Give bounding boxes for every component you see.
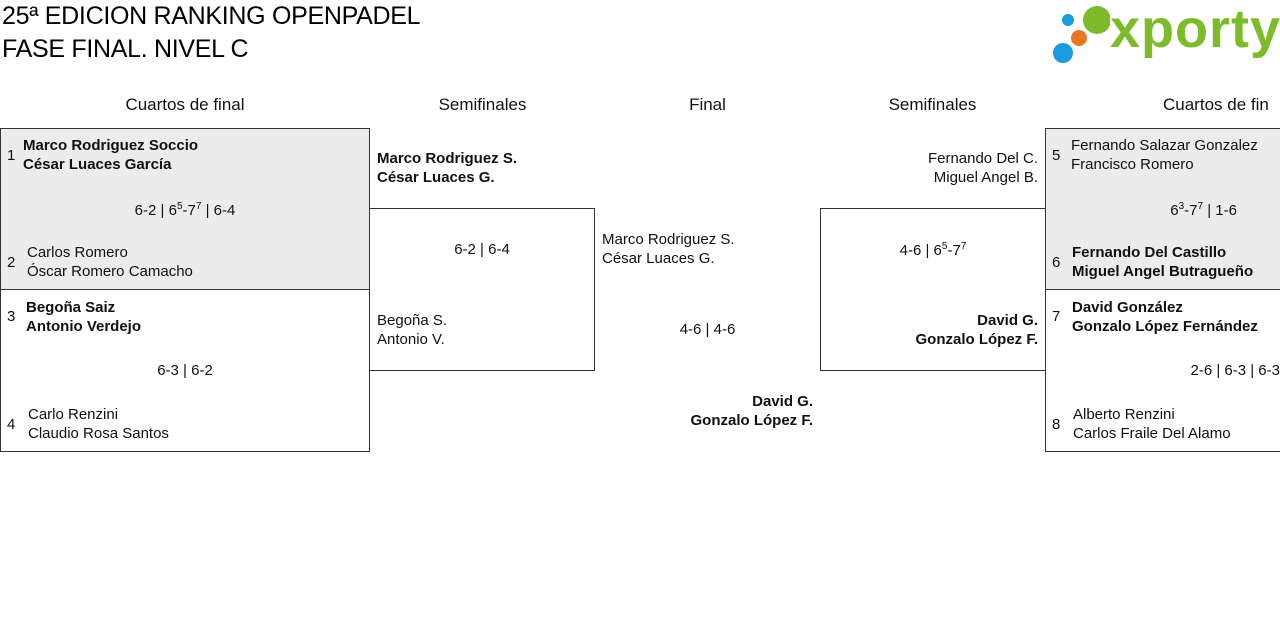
sf-left-match: 6-2 | 6-4 Begoña S. Antonio V.	[369, 208, 595, 371]
page-title-line1: 25ª EDICION RANKING OPENPADEL	[2, 2, 421, 30]
match-score: 2-6 | 6-3 | 6-3	[1190, 362, 1280, 379]
sf-right-team-a-player: Miguel Angel B.	[933, 169, 1038, 186]
match-score: 6-3 | 6-2	[157, 362, 213, 379]
player-name: Carlos Fraile Del Alamo	[1073, 425, 1231, 442]
sf-left-team-a-player: César Luaces G.	[377, 169, 495, 186]
player-name: Gonzalo López Fernández	[1072, 318, 1258, 335]
player-name: David González	[1072, 299, 1183, 316]
player-name: Begoña S.	[377, 312, 448, 329]
qf-left-match-1: 1 Marco Rodriguez Soccio César Luaces Ga…	[0, 128, 370, 290]
round-header-sf-right: Semifinales	[888, 95, 977, 114]
player-name: Miguel Angel Butragueño	[1072, 263, 1254, 280]
player-name: Fernando Salazar Gonzalez	[1071, 137, 1258, 154]
player-name: David G.	[977, 312, 1038, 329]
page-title-line2: FASE FINAL. NIVEL C	[2, 35, 249, 63]
xporty-dots-icon	[1053, 6, 1111, 63]
seed-number: 1	[7, 147, 16, 164]
player-name: Carlos Romero	[27, 244, 128, 261]
sf-right-team-a-player: Fernando Del C.	[927, 150, 1038, 167]
player-name: Carlo Renzini	[28, 406, 119, 423]
final-team-b-player: Gonzalo López F.	[690, 412, 814, 429]
final-team-b-player: David G.	[752, 393, 813, 410]
match-score: 4-6 | 65-77	[899, 241, 967, 259]
seed-number: 5	[1052, 147, 1061, 164]
final-team-a-player: Marco Rodriguez S.	[602, 231, 735, 248]
sf-left-team-a-player: Marco Rodriguez S.	[377, 150, 518, 167]
sf-right-match: 4-6 | 65-77 David G. Gonzalo López F.	[820, 208, 1046, 371]
round-header-qf-left: Cuartos de final	[125, 95, 245, 114]
player-name: Francisco Romero	[1071, 156, 1194, 173]
round-header-final: Final	[689, 95, 726, 114]
round-header-qf-right: Cuartos de fin	[1163, 95, 1269, 114]
final-score: 4-6 | 4-6	[679, 321, 736, 338]
seed-number: 7	[1052, 308, 1061, 325]
player-name: Begoña Saiz	[26, 299, 116, 316]
match-score: 6-2 | 6-4	[454, 241, 510, 258]
seed-number: 2	[7, 254, 16, 271]
player-name: Fernando Del Castillo	[1072, 244, 1227, 261]
seed-number: 6	[1052, 254, 1061, 271]
match-score: 6-2 | 65-77 | 6-4	[134, 201, 236, 219]
qf-right-match-2: 7 David González Gonzalo López Fernández…	[1045, 289, 1280, 452]
player-name: Alberto Renzini	[1073, 406, 1175, 423]
round-header-sf-left: Semifinales	[438, 95, 527, 114]
qf-right-match-1: 5 Fernando Salazar Gonzalez Francisco Ro…	[1045, 128, 1280, 290]
player-name: Gonzalo López F.	[915, 331, 1039, 348]
player-name: César Luaces García	[23, 156, 172, 173]
player-name: Óscar Romero Camacho	[27, 263, 193, 280]
seed-number: 3	[7, 308, 16, 325]
xporty-logo-text: xporty	[1110, 0, 1280, 59]
xporty-logo: xporty	[1050, 0, 1280, 68]
seed-number: 4	[7, 416, 16, 433]
seed-number: 8	[1052, 416, 1061, 433]
player-name: Antonio Verdejo	[26, 318, 142, 335]
match-score: 63-77 | 1-6	[1170, 201, 1237, 219]
player-name: Antonio V.	[377, 331, 445, 348]
player-name: Claudio Rosa Santos	[28, 425, 169, 442]
player-name: Marco Rodriguez Soccio	[23, 137, 199, 154]
final-team-a-player: César Luaces G.	[602, 250, 715, 267]
qf-left-match-2: 3 Begoña Saiz Antonio Verdejo 6-3 | 6-2 …	[0, 289, 370, 452]
